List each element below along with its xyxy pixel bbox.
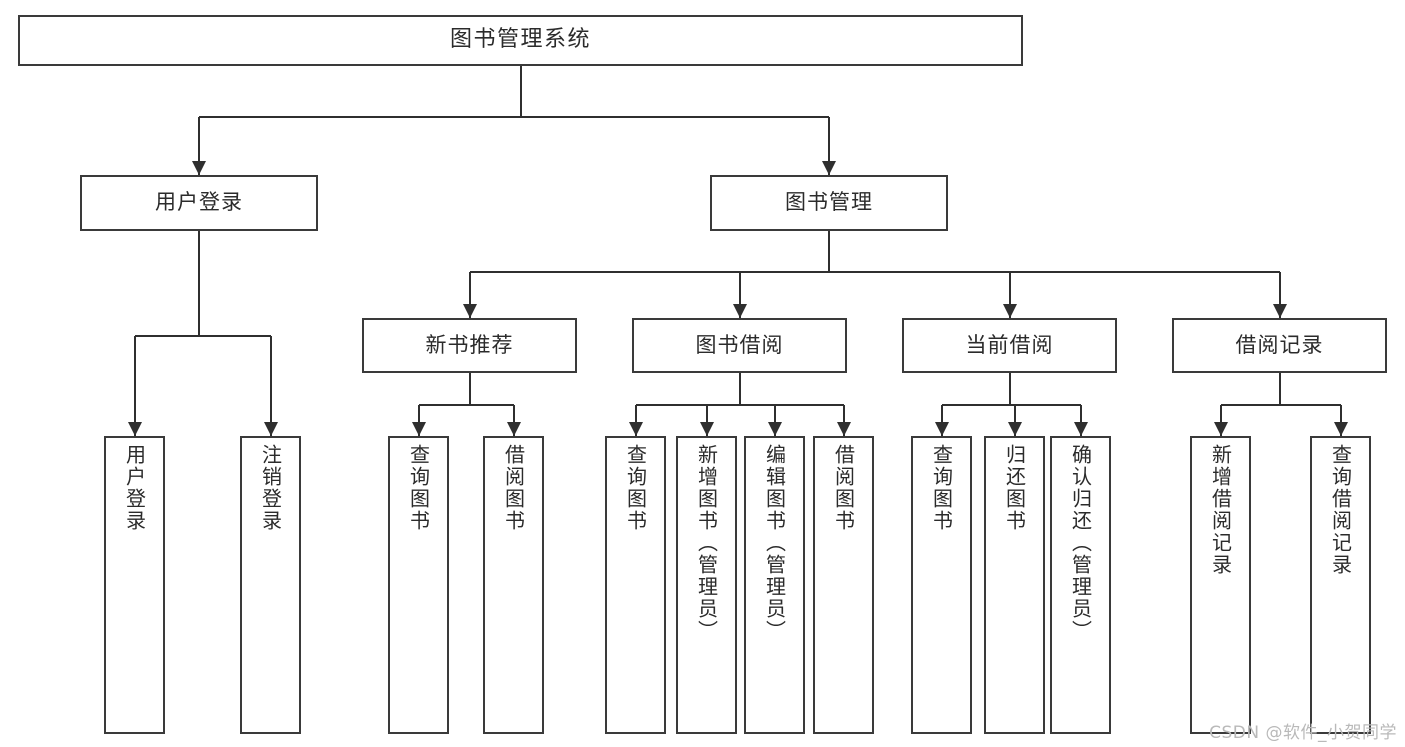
connector-line [418, 404, 514, 406]
connector-line [828, 231, 830, 272]
node-borrow-record[interactable]: 借阅记录 [1172, 318, 1387, 373]
node-leaf-user-login[interactable]: 用户登录 [104, 436, 165, 734]
connector-line [1079, 405, 1082, 436]
arrowhead-icon [506, 422, 521, 436]
arrowhead-icon [1002, 304, 1017, 318]
arrowhead-icon [628, 422, 643, 436]
connector-line [512, 405, 515, 436]
node-label: 新增借阅记录 [1208, 444, 1233, 576]
node-root-system[interactable]: 图书管理系统 [18, 15, 1023, 66]
node-label: 新增图书（管理员） [694, 444, 719, 642]
connector-line [635, 404, 844, 406]
connector-line [1278, 272, 1281, 318]
arrowhead-icon [732, 304, 747, 318]
node-label: 查询图书 [406, 444, 431, 532]
node-label: 图书管理 [785, 190, 873, 215]
connector-line [269, 336, 272, 436]
arrowhead-icon [934, 422, 949, 436]
connector-line [842, 405, 845, 436]
connector-line [940, 405, 943, 436]
connector-line [738, 272, 741, 318]
connector-line [1013, 405, 1016, 436]
node-label: 用户登录 [155, 190, 243, 215]
arrowhead-icon [192, 161, 206, 175]
connector-line [828, 117, 830, 175]
node-user-login[interactable]: 用户登录 [80, 175, 318, 231]
node-label: 借阅图书 [831, 444, 856, 532]
connector-line [1008, 373, 1011, 405]
connector-line [199, 116, 829, 118]
node-leaf-add-book[interactable]: 新增图书（管理员） [676, 436, 737, 734]
arrowhead-icon [411, 422, 426, 436]
connector-line [1278, 373, 1281, 405]
node-leaf-borrow-book-1[interactable]: 借阅图书 [483, 436, 544, 734]
node-label: 图书借阅 [695, 332, 784, 357]
connector-line [417, 405, 420, 436]
connector-line [634, 405, 637, 436]
node-new-book-rec[interactable]: 新书推荐 [362, 318, 577, 373]
node-label: 查询借阅记录 [1328, 444, 1353, 576]
connector-line [738, 373, 741, 405]
node-label: 当前借阅 [965, 332, 1054, 357]
connector-line [198, 231, 200, 336]
node-label: 新书推荐 [425, 332, 514, 357]
connector-line [519, 66, 522, 117]
node-label: 图书管理系统 [449, 27, 591, 53]
node-label: 借阅记录 [1235, 332, 1324, 357]
arrowhead-icon [822, 161, 836, 175]
node-leaf-query-book-2[interactable]: 查询图书 [605, 436, 666, 734]
connector-line [941, 404, 1081, 406]
node-label: 注销登录 [258, 444, 283, 532]
connector-line [1220, 404, 1341, 406]
connector-line [133, 336, 136, 436]
node-leaf-user-logout[interactable]: 注销登录 [240, 436, 301, 734]
arrowhead-icon [127, 422, 142, 436]
connector-line [134, 335, 271, 337]
node-leaf-query-record[interactable]: 查询借阅记录 [1310, 436, 1371, 734]
arrowhead-icon [699, 422, 714, 436]
node-leaf-confirm-return[interactable]: 确认归还（管理员） [1050, 436, 1111, 734]
node-label: 查询图书 [623, 444, 648, 532]
connector-line [1219, 405, 1222, 436]
node-label: 查询图书 [929, 444, 954, 532]
node-leaf-borrow-book-2[interactable]: 借阅图书 [813, 436, 874, 734]
node-label: 用户登录 [122, 444, 147, 532]
node-book-manage[interactable]: 图书管理 [710, 175, 948, 231]
arrowhead-icon [462, 304, 477, 318]
connector-line [773, 405, 776, 436]
arrowhead-icon [1007, 422, 1022, 436]
node-label: 编辑图书（管理员） [762, 444, 787, 642]
node-label: 借阅图书 [501, 444, 526, 532]
node-leaf-add-record[interactable]: 新增借阅记录 [1190, 436, 1251, 734]
node-leaf-query-book-3[interactable]: 查询图书 [911, 436, 972, 734]
arrowhead-icon [836, 422, 851, 436]
arrowhead-icon [1272, 304, 1287, 318]
node-current-borrow[interactable]: 当前借阅 [902, 318, 1117, 373]
connector-line [469, 271, 1280, 273]
connector-line [198, 117, 200, 175]
connector-line [1008, 272, 1011, 318]
arrowhead-icon [1073, 422, 1088, 436]
arrowhead-icon [1333, 422, 1348, 436]
arrowhead-icon [767, 422, 782, 436]
arrowhead-icon [263, 422, 278, 436]
node-leaf-query-book-1[interactable]: 查询图书 [388, 436, 449, 734]
connector-line [705, 405, 708, 436]
node-book-borrow[interactable]: 图书借阅 [632, 318, 847, 373]
node-leaf-edit-book[interactable]: 编辑图书（管理员） [744, 436, 805, 734]
node-label: 确认归还（管理员） [1068, 444, 1093, 642]
arrowhead-icon [1213, 422, 1228, 436]
connector-line [468, 373, 471, 405]
node-leaf-return-book[interactable]: 归还图书 [984, 436, 1045, 734]
node-label: 归还图书 [1002, 444, 1027, 532]
connector-line [468, 272, 471, 318]
connector-line [1339, 405, 1342, 436]
